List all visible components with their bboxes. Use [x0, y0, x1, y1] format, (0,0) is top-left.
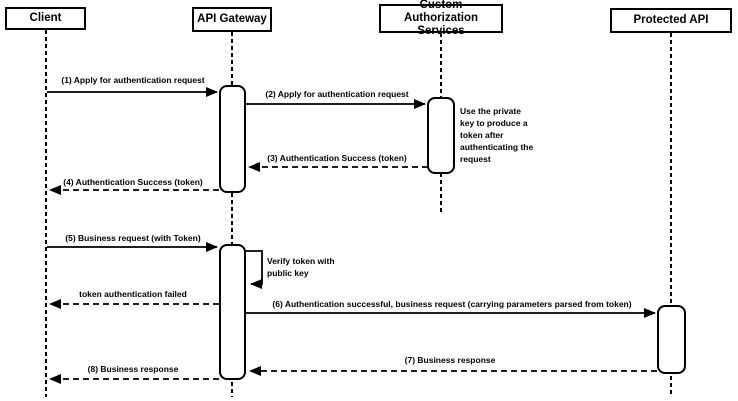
actor-api-gateway-label: API Gateway [197, 12, 267, 25]
message-label-4: (4) Authentication Success (token) [63, 177, 203, 187]
arrow-self-message [246, 250, 263, 289]
message-label-3: (3) Authentication Success (token) [267, 153, 407, 163]
activation-protected-api [657, 305, 686, 374]
actor-custom-authorization-services: Custom Authorization Services [379, 0, 503, 37]
actor-custom-authorization-services-label: Custom Authorization Services [403, 0, 479, 38]
actor-client-label: Client [29, 11, 62, 24]
self-message-label: Verify token with public key [267, 256, 335, 278]
message-label-fail: token authentication failed [79, 289, 187, 299]
message-label-6: (6) Authentication successful, business … [272, 299, 632, 309]
activation-custom-authorization [427, 97, 455, 174]
message-label-2: (2) Apply for authentication request [265, 89, 409, 99]
message-label-7: (7) Business response [404, 355, 496, 365]
note-private-key: Use the private key to produce a token a… [460, 106, 534, 164]
message-label-8: (8) Business response [87, 364, 179, 374]
message-label-1: (1) Apply for authentication request [61, 75, 205, 85]
actor-protected-api-label: Protected API [633, 13, 709, 26]
actor-protected-api: Protected API [610, 8, 732, 33]
actor-api-gateway: API Gateway [192, 7, 272, 32]
activation-api-gateway-auth [219, 85, 246, 193]
actor-client: Client [5, 7, 86, 30]
activation-api-gateway-business [219, 244, 246, 380]
message-label-5: (5) Business request (with Token) [65, 233, 201, 243]
